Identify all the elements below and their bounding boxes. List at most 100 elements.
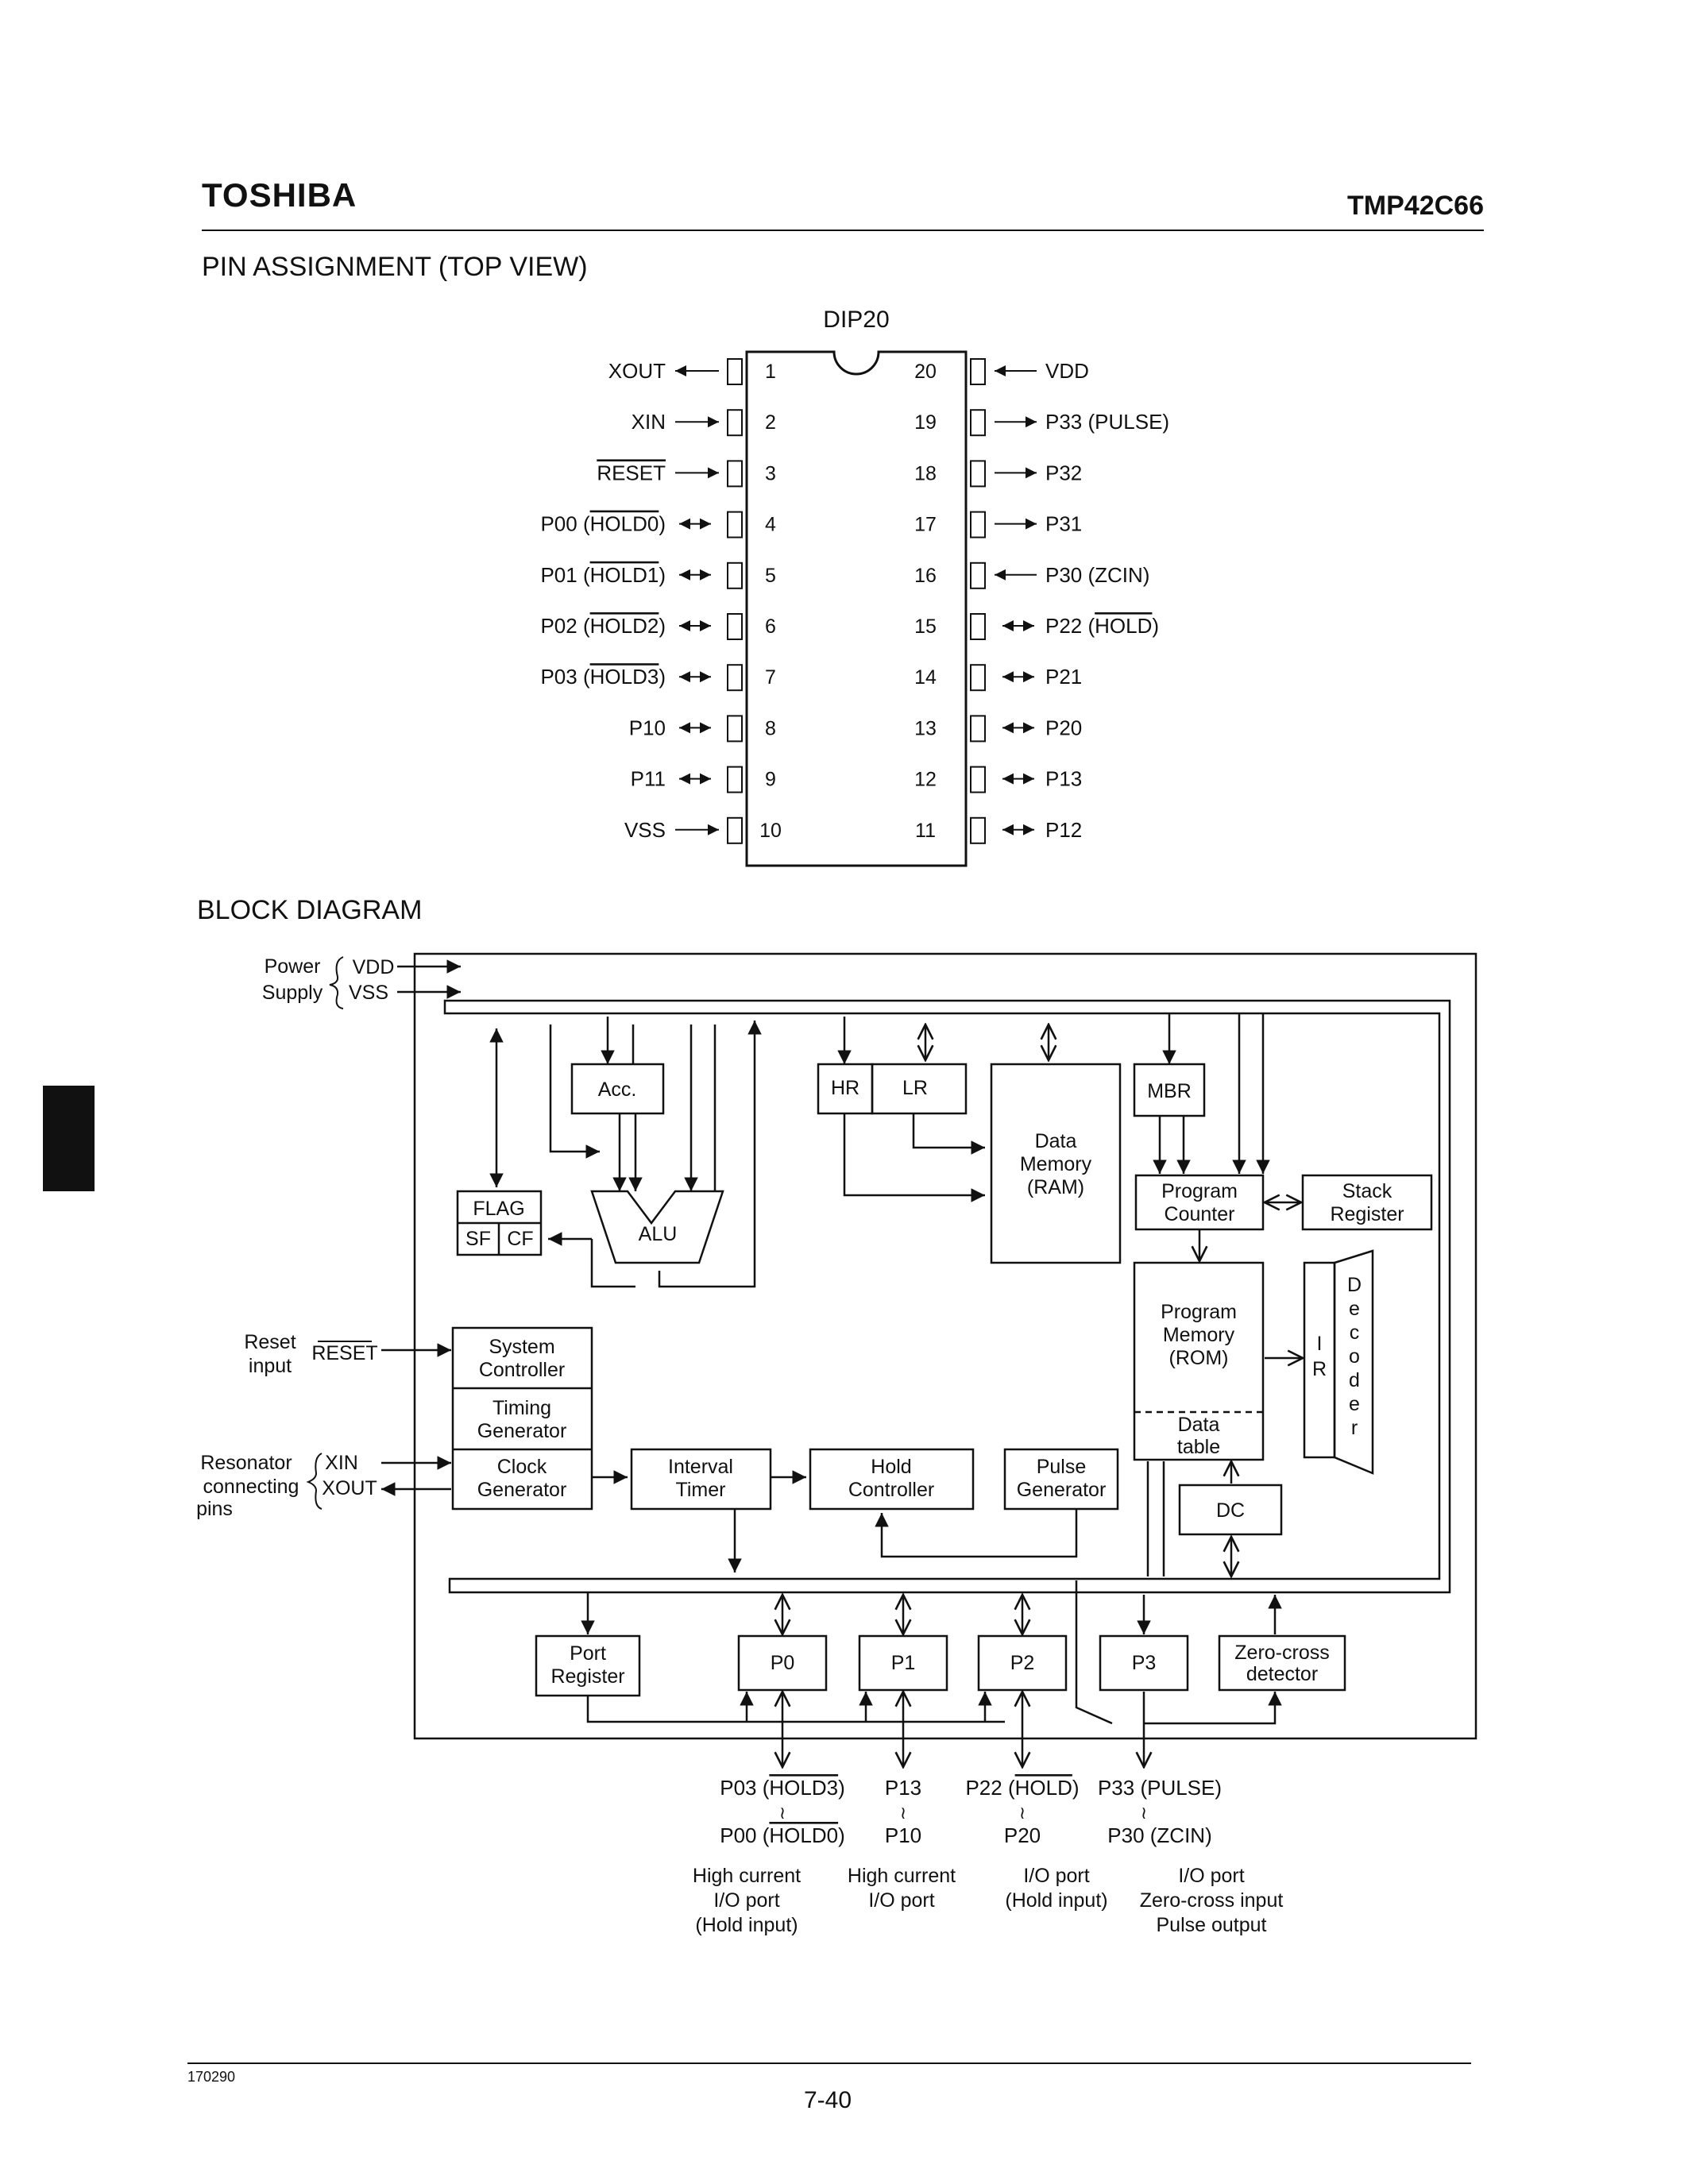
port-p2 (977, 1634, 1068, 1692)
pin-pad (970, 511, 986, 538)
resonator-label-3: pins (196, 1498, 233, 1520)
port-p1 (858, 1634, 948, 1692)
pin-pad (970, 816, 986, 844)
range-marker: ≀ (900, 1803, 906, 1823)
port-p0 (737, 1634, 828, 1692)
data-memory-line-2: Memory (1020, 1153, 1092, 1175)
p1-label: P1 (891, 1652, 916, 1674)
stack-register-line-1: Stack (1342, 1180, 1393, 1202)
dip-package-outline (745, 350, 968, 867)
pin-number: 4 (765, 514, 776, 536)
acc-label: Acc. (598, 1078, 637, 1101)
dc-label: DC (1216, 1499, 1245, 1522)
p0-label: P0 (771, 1652, 795, 1674)
port-pin-range-bottom: P30 (ZCIN) (1107, 1823, 1211, 1847)
hold-controller-line-2: Controller (848, 1479, 934, 1501)
pin-number: 13 (914, 717, 937, 739)
program-memory-line-3: (ROM) (1169, 1347, 1229, 1369)
pin-pad (727, 715, 743, 743)
flag-label: FLAG (473, 1198, 524, 1220)
pin-pad (727, 561, 743, 589)
pin-number: 14 (914, 666, 937, 689)
program-memory-line-2: Memory (1163, 1324, 1235, 1346)
decoder-letter-5: d (1349, 1369, 1360, 1391)
clock-generator-line-1: Clock (497, 1456, 547, 1478)
pin-number: 7 (765, 666, 776, 689)
interval-timer-line-2: Timer (676, 1479, 726, 1501)
pin-number: 10 (759, 820, 782, 842)
mbr-label: MBR (1147, 1080, 1192, 1102)
port-description: High current (848, 1865, 956, 1887)
footer-rule (187, 2062, 1471, 2064)
decoder-letter-6: e (1349, 1393, 1360, 1415)
sf-label: SF (465, 1228, 491, 1250)
program-memory (1133, 1261, 1265, 1461)
lr-register (871, 1063, 968, 1115)
system-controller-group (451, 1326, 593, 1511)
alu (590, 1190, 724, 1264)
ir-letter-1: I (1317, 1333, 1323, 1355)
p3-label: P3 (1132, 1652, 1157, 1674)
pulse-generator-line-1: Pulse (1037, 1456, 1087, 1478)
pin-number: 18 (914, 462, 937, 484)
port-pin-range-bottom: P20 (1004, 1823, 1041, 1847)
timing-generator-line-1: Timing (492, 1397, 551, 1419)
port-description: I/O port (1023, 1865, 1089, 1887)
pin-pad (970, 715, 986, 743)
pin-label: P00 (HOLD0) (540, 512, 666, 536)
package-label: DIP20 (823, 307, 889, 333)
port-p3 (1099, 1634, 1189, 1692)
port-description: (Hold input) (1005, 1889, 1107, 1912)
header-rule (202, 230, 1484, 231)
port-description: I/O port (713, 1889, 779, 1912)
decoder-letter-7: r (1351, 1417, 1358, 1439)
pin-label: VDD (1045, 359, 1089, 383)
hold-controller-line-1: Hold (871, 1456, 911, 1478)
pin-pad (727, 664, 743, 692)
pin-number: 1 (765, 361, 776, 383)
xout-label: XOUT (322, 1477, 377, 1499)
xin-label: XIN (325, 1452, 358, 1474)
port-register-line-2: Register (550, 1665, 624, 1688)
pin-pad (727, 816, 743, 844)
pin-number: 20 (914, 361, 937, 383)
accumulator (570, 1063, 665, 1115)
ir-letter-2: R (1312, 1358, 1327, 1380)
pin-number: 16 (914, 565, 937, 587)
decoder-letter-4: o (1349, 1345, 1360, 1368)
port-description: I/O port (1178, 1865, 1244, 1887)
pin-number: 15 (914, 615, 937, 638)
port-pin-range-top: P33 (PULSE) (1098, 1776, 1222, 1800)
part-number: TMP42C66 (1347, 191, 1484, 221)
data-memory-line-3: (RAM) (1027, 1176, 1084, 1198)
pin-number: 3 (765, 462, 776, 484)
footer-code: 170290 (187, 2069, 236, 2085)
pin-pad (727, 409, 743, 437)
decoder-letter-3: c (1350, 1322, 1360, 1344)
decoder-letter-1: D (1347, 1274, 1362, 1296)
pin-label: P33 (PULSE) (1045, 410, 1169, 434)
pin-number: 8 (765, 717, 776, 739)
pin-number: 2 (765, 411, 776, 434)
pulse-generator (1003, 1448, 1119, 1511)
port-pin-range-bottom: P00 (HOLD0) (720, 1823, 845, 1847)
pin-pad (727, 613, 743, 640)
pin-pad (970, 409, 986, 437)
pin-pad (970, 460, 986, 488)
port-pin-range-top: P03 (HOLD3) (720, 1776, 845, 1800)
pin-label: P11 (631, 767, 666, 791)
pin-pad (727, 511, 743, 538)
zero-cross-line-2: detector (1246, 1663, 1318, 1685)
interval-timer-line-1: Interval (668, 1456, 733, 1478)
pin-label: XOUT (608, 359, 666, 383)
port-pin-range-top: P13 (885, 1776, 921, 1800)
lr-label: LR (902, 1077, 928, 1099)
pin-pad (970, 358, 986, 385)
pin-label: P30 (ZCIN) (1045, 563, 1149, 587)
range-marker: ≀ (1019, 1803, 1026, 1823)
system-controller-line-2: Controller (479, 1359, 565, 1381)
pin-label: P21 (1045, 665, 1082, 689)
block-diagram (381, 952, 1477, 1767)
